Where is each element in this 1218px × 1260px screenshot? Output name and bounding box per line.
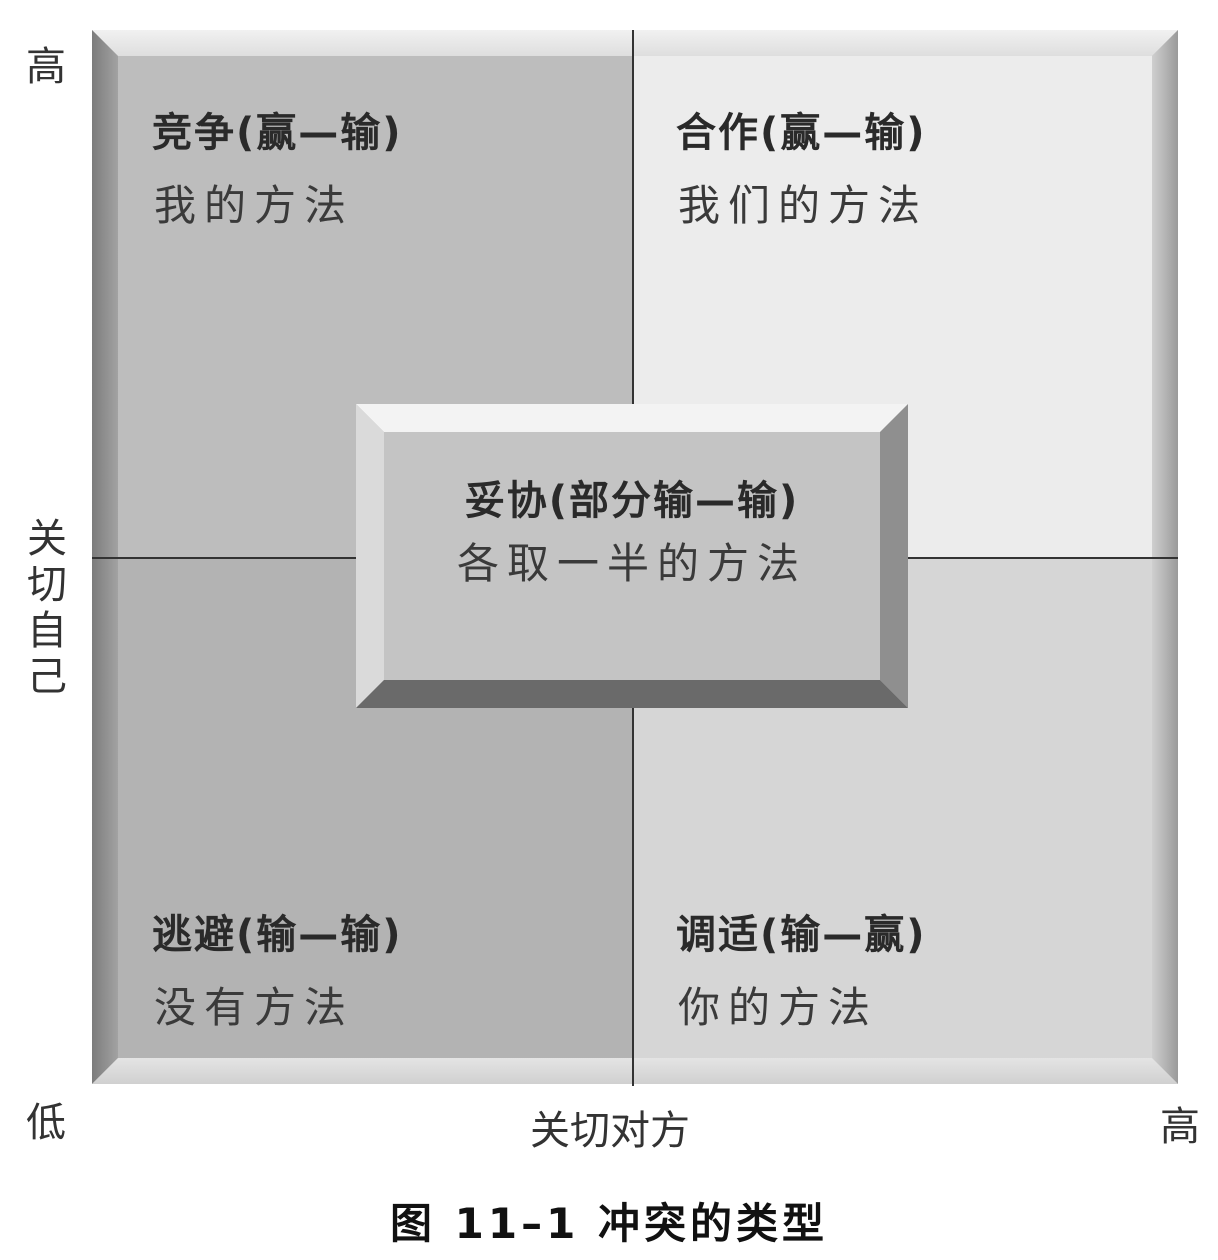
collaboration-title: 合作(赢—输): [676, 110, 927, 156]
compromise-bevel-bottom: [356, 680, 908, 708]
x-axis-label: 关切对方: [530, 1108, 690, 1154]
y-axis-high-label: 高: [26, 44, 66, 90]
avoidance-title: 逃避(输—输): [152, 912, 403, 958]
frame-bevel-bottom: [92, 1058, 1178, 1084]
compromise-bevel-right: [880, 404, 908, 708]
figure-caption: 图 11–1 冲突的类型: [390, 1199, 828, 1248]
compromise-bevel-top: [356, 404, 908, 432]
competition-subtitle: 我的方法: [154, 181, 355, 230]
compromise-subtitle: 各取一半的方法: [456, 539, 807, 588]
compromise-title: 妥协(部分输—输): [464, 478, 800, 524]
frame-bevel-top: [92, 30, 1178, 56]
accommodation-subtitle: 你的方法: [678, 983, 879, 1032]
compromise-bevel-left: [356, 404, 384, 708]
y-axis-label: 关切自己: [27, 516, 67, 700]
competition-title: 竞争(赢—输): [152, 110, 403, 156]
accommodation-title: 调适(输—赢): [676, 912, 927, 958]
collaboration-subtitle: 我们的方法: [678, 181, 929, 230]
avoidance-subtitle: 没有方法: [154, 983, 355, 1032]
origin-low-label: 低: [26, 1100, 66, 1146]
x-axis-high-label: 高: [1160, 1104, 1200, 1150]
compromise-box: [384, 432, 880, 680]
